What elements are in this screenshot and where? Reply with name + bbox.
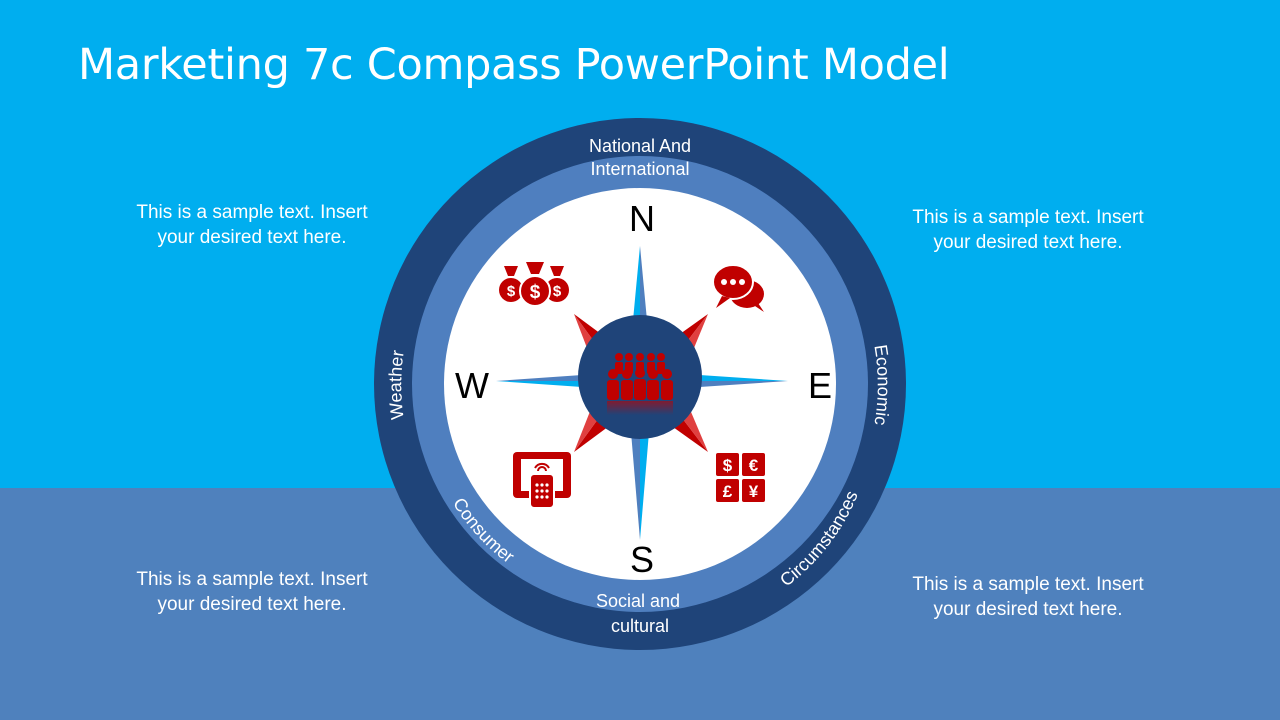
ring-label-west: Weather [385, 349, 408, 421]
sample-text-line: This is a sample text. Insert [136, 202, 368, 223]
sample-text-line: your desired text here. [933, 599, 1123, 620]
yen-symbol: ¥ [749, 482, 759, 501]
ring-label-south-line1: Social and [596, 591, 680, 611]
sample-text-bottom-right: This is a sample text. Insert your desir… [878, 572, 1178, 622]
ring-label-east: Economic [870, 343, 893, 427]
chat-bubbles-icon [712, 264, 764, 312]
slide-title: Marketing 7c Compass PowerPoint Model [78, 40, 950, 90]
euro-symbol: € [749, 456, 759, 475]
ring-label-north-line1: National And [589, 136, 691, 156]
sample-text-line: This is a sample text. Insert [136, 569, 368, 590]
crowd-reflection [607, 401, 673, 415]
sample-text-line: your desired text here. [933, 232, 1123, 253]
sample-text-top-left: This is a sample text. Insert your desir… [102, 200, 402, 250]
currency-symbols-icon: $ € £ ¥ [716, 453, 765, 502]
svg-text:$: $ [507, 283, 516, 300]
direction-east: E [808, 365, 832, 406]
sample-text-line: This is a sample text. Insert [912, 574, 1144, 595]
sample-text-bottom-left: This is a sample text. Insert your desir… [102, 567, 402, 617]
ring-label-north-line2: International [590, 159, 689, 179]
sample-text-line: your desired text here. [157, 227, 347, 248]
svg-text:$: $ [530, 282, 541, 303]
pound-symbol: £ [723, 482, 733, 501]
crowd-front-row [607, 368, 673, 400]
direction-west: W [455, 365, 489, 406]
crowd-icon [607, 353, 673, 415]
money-bags-icon: $ $ $ [499, 262, 569, 307]
direction-south: S [630, 539, 654, 580]
dollar-symbol: $ [723, 456, 733, 475]
direction-north: N [629, 198, 655, 239]
svg-text:$: $ [553, 283, 562, 300]
sample-text-line: your desired text here. [157, 594, 347, 615]
sample-text-top-right: This is a sample text. Insert your desir… [878, 205, 1178, 255]
money-bag-center: $ [519, 262, 551, 307]
money-bag-right: $ [545, 266, 569, 302]
sample-text-line: This is a sample text. Insert [912, 207, 1144, 228]
ring-label-south-line2: cultural [611, 616, 669, 636]
tablet-remote-icon [513, 452, 571, 509]
money-bag-left: $ [499, 266, 523, 302]
